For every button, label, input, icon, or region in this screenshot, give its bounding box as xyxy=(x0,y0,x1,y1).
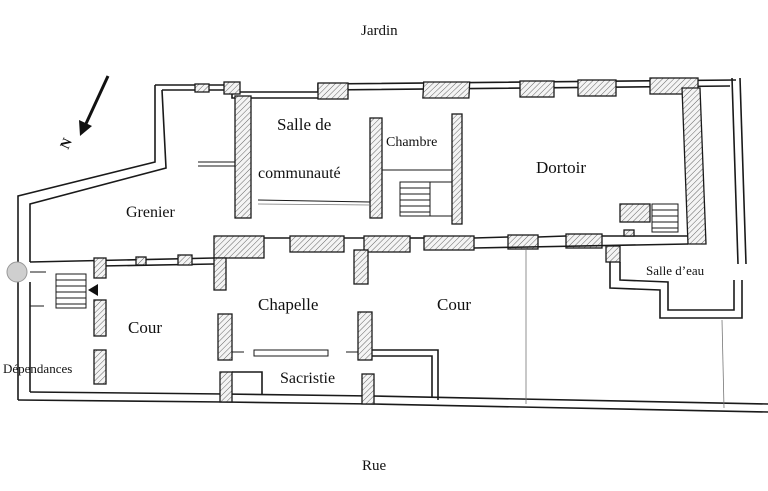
label-salle-de: Salle de xyxy=(277,115,331,134)
label-sacristie: Sacristie xyxy=(280,370,335,387)
label-cour-right: Cour xyxy=(437,295,471,314)
staircase-icon xyxy=(399,181,452,217)
entrance-marker-icon xyxy=(6,261,28,283)
label-dortoir: Dortoir xyxy=(536,158,586,177)
staircase-icon xyxy=(55,273,98,309)
label-rue: Rue xyxy=(362,458,387,474)
label-grenier: Grenier xyxy=(126,204,176,221)
label-chapelle: Chapelle xyxy=(258,295,318,314)
north-arrow-icon xyxy=(79,75,110,136)
interior-walls xyxy=(29,95,743,409)
label-jardin: Jardin xyxy=(361,23,398,39)
label-communaute: communauté xyxy=(258,165,341,182)
north-label: N xyxy=(58,136,76,152)
outer-walls xyxy=(17,77,768,413)
label-dependances: Dépendances xyxy=(3,361,72,376)
label-cour-left: Cour xyxy=(128,318,162,337)
staircase-icon xyxy=(651,203,679,233)
label-chambre: Chambre xyxy=(386,135,437,150)
label-salle-deau: Salle d’eau xyxy=(646,263,705,278)
